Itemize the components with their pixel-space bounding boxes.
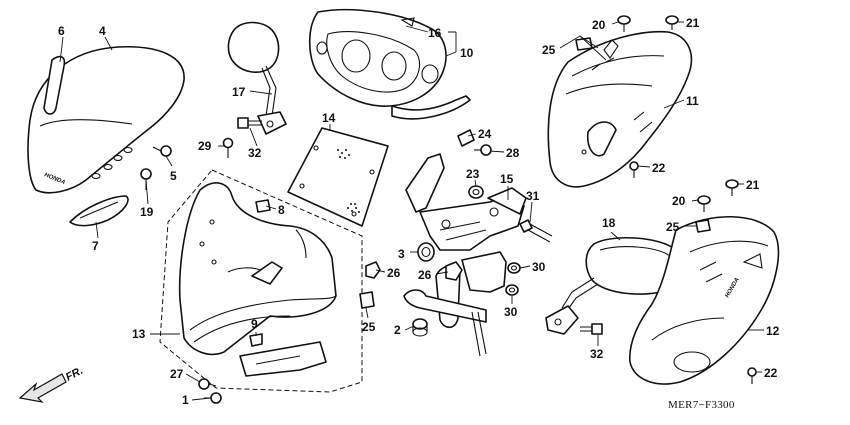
- screw-27: [198, 378, 217, 390]
- callout-5: 5: [170, 169, 177, 183]
- callout-3: 3: [398, 247, 405, 261]
- callout-9: 9: [251, 317, 258, 331]
- callout-25-upper: 25: [542, 43, 556, 57]
- grommet-30-lower: [505, 284, 519, 296]
- callout-6: 6: [58, 24, 65, 38]
- screw-22-lower: [747, 367, 757, 384]
- inner-side-cover: [547, 30, 693, 188]
- right-mirror: [545, 236, 685, 335]
- left-mirror: [227, 21, 287, 135]
- figure-code: MER7−F3300: [668, 399, 735, 411]
- cowl-lower-panel: [239, 341, 327, 377]
- leader-lines: [59, 21, 764, 401]
- callout-15: 15: [500, 172, 514, 186]
- callout-16: 16: [428, 26, 442, 40]
- callout-13: 13: [132, 327, 146, 341]
- callout-22-upper: 22: [652, 161, 666, 175]
- callout-26-fairing: 26: [387, 266, 401, 280]
- callout-25-lower: 25: [666, 220, 680, 234]
- middle-cowl: HONDA: [629, 215, 780, 385]
- upper-cowl: [178, 182, 337, 356]
- fairing-stay: [403, 153, 527, 357]
- callout-23: 23: [466, 167, 480, 181]
- callout-26-stay: 26: [418, 268, 432, 282]
- callout-17: 17: [232, 85, 246, 99]
- callout-10: 10: [460, 46, 474, 60]
- callout-24: 24: [478, 127, 492, 141]
- screw-21-lower: [725, 179, 739, 196]
- callout-22-lower: 22: [764, 366, 778, 380]
- nut-26-fairing: [365, 261, 381, 279]
- callout-21-lower: 21: [746, 178, 760, 192]
- windscreen-strip: [43, 55, 66, 115]
- callout-19: 19: [140, 205, 154, 219]
- callout-32-right: 32: [590, 347, 604, 361]
- clip-9: [249, 333, 263, 347]
- bolt-32-left: [237, 117, 262, 129]
- callout-31: 31: [526, 189, 540, 203]
- bolt-32-right: [580, 323, 603, 335]
- callout-8: 8: [278, 203, 285, 217]
- callout-labels: 6 4 5 19 7 17 29 32 14 8 16 10 24 28 23 …: [58, 16, 780, 407]
- callout-20-lower: 20: [672, 194, 686, 208]
- screw-20-lower: [697, 195, 711, 212]
- clip-25-cowl: [359, 291, 375, 309]
- callout-30-upper: 30: [532, 260, 546, 274]
- inner-carrier-plate: [287, 127, 389, 227]
- front-direction-arrow: FR.: [18, 365, 85, 403]
- meter-panel: [308, 8, 471, 120]
- screw-20-upper: [617, 15, 631, 32]
- screw-5: [152, 145, 172, 157]
- bolt-31: [519, 219, 553, 243]
- callout-25-cowl: 25: [362, 320, 376, 334]
- callout-29: 29: [198, 139, 212, 153]
- clip-8: [255, 199, 271, 213]
- screw-29: [222, 137, 234, 158]
- direction-label: FR.: [64, 365, 85, 384]
- callout-18: 18: [602, 216, 616, 230]
- callout-12: 12: [766, 324, 780, 338]
- callout-30-lower: 30: [504, 305, 518, 319]
- grommet-23: [468, 185, 484, 199]
- collar-2: [412, 318, 428, 337]
- callout-32-left: 32: [248, 146, 262, 160]
- callout-28: 28: [506, 146, 520, 160]
- cushion-3: [417, 242, 435, 262]
- callout-1: 1: [182, 393, 189, 407]
- screw-28: [474, 144, 492, 156]
- screw-22-upper: [629, 161, 639, 178]
- callout-2: 2: [394, 323, 401, 337]
- callout-21-upper: 21: [686, 16, 700, 30]
- callout-20-upper: 20: [592, 18, 606, 32]
- cowl-assembly-frame: [159, 169, 363, 393]
- grommet-30-upper: [507, 262, 521, 274]
- callout-4: 4: [99, 24, 106, 38]
- clip-24: [457, 129, 475, 147]
- callout-27: 27: [170, 367, 184, 381]
- windscreen: HONDA: [27, 45, 185, 194]
- screw-19: [140, 168, 152, 190]
- clip-25-lower: [695, 219, 711, 233]
- callout-14: 14: [322, 111, 336, 125]
- screw-21-upper: [665, 15, 679, 30]
- nut-26-stay: [445, 261, 463, 281]
- fairing-trim: [69, 195, 129, 227]
- callout-11: 11: [686, 94, 699, 108]
- callout-7: 7: [92, 239, 99, 253]
